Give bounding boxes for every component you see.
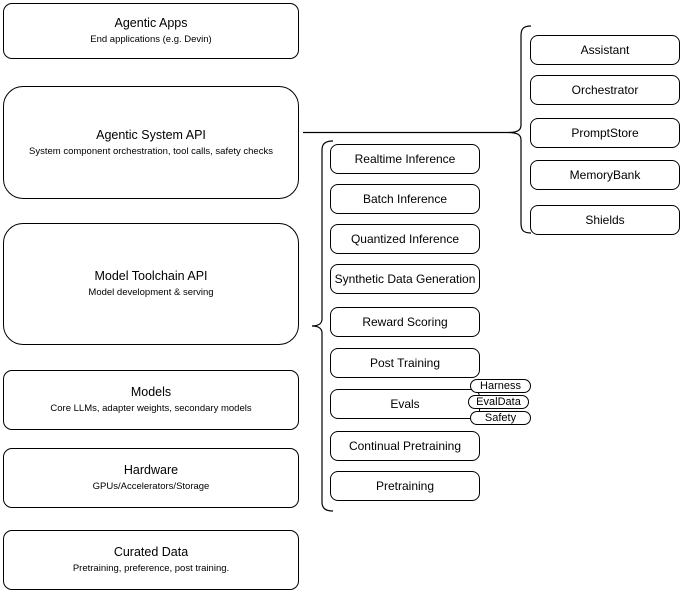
component-label: Shields xyxy=(585,213,625,227)
models-subtitle: Core LLMs, adapter weights, secondary mo… xyxy=(50,403,252,414)
curated-data-title: Curated Data xyxy=(113,545,189,559)
agentic-apps-box: Agentic Apps End applications (e.g. Devi… xyxy=(3,3,299,59)
service-box-post-training: Post Training xyxy=(330,348,480,378)
service-label: Reward Scoring xyxy=(362,315,448,329)
eval-tag-label: EvalData xyxy=(476,396,521,408)
component-label: PromptStore xyxy=(571,126,639,140)
component-label: MemoryBank xyxy=(569,168,641,182)
eval-tag-label: Safety xyxy=(484,412,517,424)
curated-data-subtitle: Pretraining, preference, post training. xyxy=(72,563,230,574)
system-components-brace xyxy=(507,25,532,234)
agentic-system-api-title: Agentic System API xyxy=(96,127,206,142)
service-label: Pretraining xyxy=(375,479,435,493)
service-box-synthetic-data-generation: Synthetic Data Generation xyxy=(330,264,480,294)
service-label: Synthetic Data Generation xyxy=(334,272,476,286)
agentic-system-api-box: Agentic System API System component orch… xyxy=(3,86,299,199)
component-box-promptstore: PromptStore xyxy=(530,118,680,148)
model-toolchain-api-subtitle: Model development & serving xyxy=(88,287,214,298)
service-label: Batch Inference xyxy=(362,192,448,206)
service-box-batch-inference: Batch Inference xyxy=(330,184,480,214)
service-box-reward-scoring: Reward Scoring xyxy=(330,307,480,337)
service-label: Quantized Inference xyxy=(350,232,460,246)
service-box-pretraining: Pretraining xyxy=(330,471,480,501)
component-label: Assistant xyxy=(580,43,630,57)
service-label: Realtime Inference xyxy=(354,152,456,166)
service-box-realtime-inference: Realtime Inference xyxy=(330,144,480,174)
models-box: Models Core LLMs, adapter weights, secon… xyxy=(3,370,299,430)
agentic-apps-title: Agentic Apps xyxy=(114,16,188,30)
eval-tag-pill-evaldata: EvalData xyxy=(468,395,529,409)
model-toolchain-api-box: Model Toolchain API Model development & … xyxy=(3,223,299,345)
curated-data-box: Curated Data Pretraining, preference, po… xyxy=(3,530,299,590)
agentic-system-api-subtitle: System component orchestration, tool cal… xyxy=(29,145,273,157)
eval-tag-pill-safety: Safety xyxy=(470,411,531,425)
service-label: Evals xyxy=(390,397,420,411)
hardware-box: Hardware GPUs/Accelerators/Storage xyxy=(3,448,299,508)
component-label: Orchestrator xyxy=(571,83,639,97)
eval-tag-pill-harness: Harness xyxy=(470,379,531,393)
model-toolchain-api-title: Model Toolchain API xyxy=(94,269,208,283)
component-box-assistant: Assistant xyxy=(530,35,680,65)
service-box-evals: Evals xyxy=(330,389,480,419)
service-label: Continual Pretraining xyxy=(348,439,462,453)
component-box-memorybank: MemoryBank xyxy=(530,160,680,190)
component-box-orchestrator: Orchestrator xyxy=(530,75,680,105)
agentic-apps-subtitle: End applications (e.g. Devin) xyxy=(90,34,212,45)
service-box-quantized-inference: Quantized Inference xyxy=(330,224,480,254)
eval-tag-label: Harness xyxy=(480,380,521,392)
hardware-subtitle: GPUs/Accelerators/Storage xyxy=(92,481,210,492)
service-box-continual-pretraining: Continual Pretraining xyxy=(330,431,480,461)
models-title: Models xyxy=(130,385,172,399)
hardware-title: Hardware xyxy=(123,463,179,477)
service-label: Post Training xyxy=(369,356,441,370)
component-box-shields: Shields xyxy=(530,205,680,235)
